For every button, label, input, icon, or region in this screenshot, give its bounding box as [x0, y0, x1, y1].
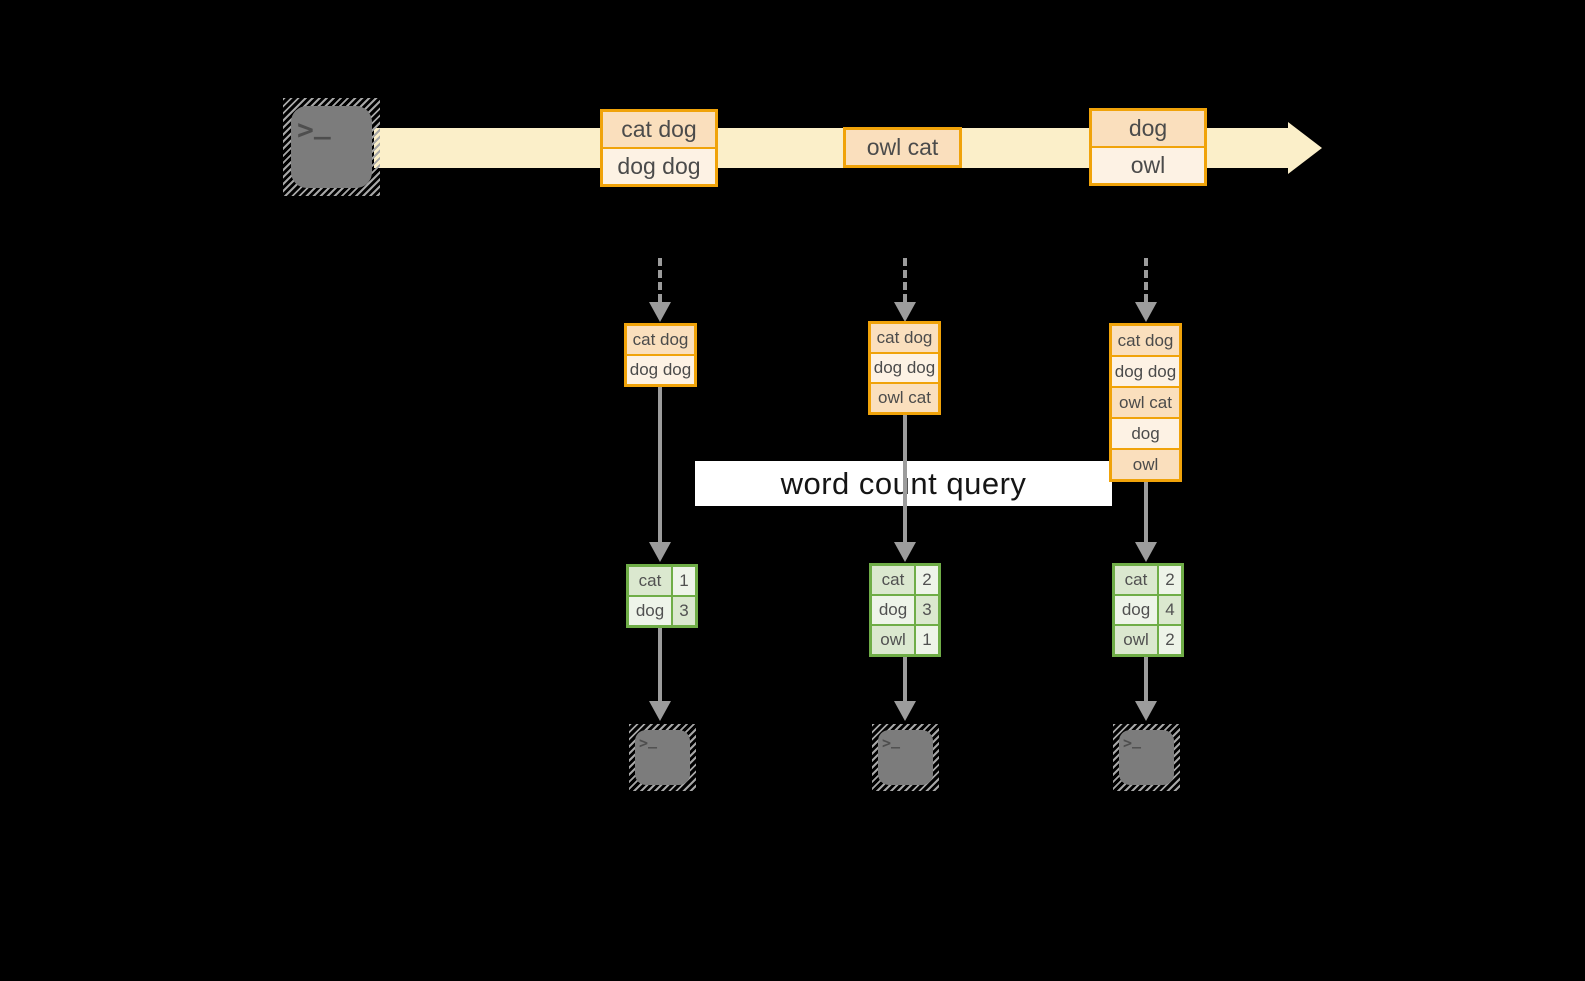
- sink-terminal-icon-3: >_: [1113, 724, 1180, 791]
- dashed-arrow-line: [658, 258, 662, 302]
- flow-arrowhead-icon: [1135, 542, 1157, 562]
- count-value: 2: [1159, 626, 1181, 654]
- flow-arrow-line: [903, 657, 907, 701]
- terminal-screen: [878, 730, 933, 785]
- count-word: cat: [872, 566, 914, 594]
- dashed-arrow-line: [1144, 258, 1148, 302]
- flow-arrow-line: [903, 415, 907, 542]
- sink-terminal-icon-2: >_: [872, 724, 939, 791]
- count-table-2: cat 2 dog 3 owl 1: [869, 563, 941, 657]
- batch-line: owl: [1092, 148, 1204, 183]
- buffer-stack-1: cat dog dog dog: [624, 323, 697, 387]
- stream-batch-3: dog owl: [1089, 108, 1207, 186]
- batch-line: cat dog: [603, 112, 715, 147]
- terminal-prompt-icon: >_: [639, 731, 658, 752]
- buffer-line: owl: [1112, 450, 1179, 479]
- buffer-stack-3: cat dog dog dog owl cat dog owl: [1109, 323, 1182, 482]
- count-table-3: cat 2 dog 4 owl 2: [1112, 563, 1184, 657]
- flow-arrow-line: [1144, 657, 1148, 701]
- buffer-stack-2: cat dog dog dog owl cat: [868, 321, 941, 415]
- buffer-line: owl cat: [871, 384, 938, 412]
- buffer-line: dog: [1112, 419, 1179, 448]
- count-table-1: cat 1 dog 3: [626, 564, 698, 628]
- count-value: 3: [673, 597, 695, 625]
- terminal-screen: [1119, 730, 1174, 785]
- dashed-arrowhead-icon: [894, 302, 916, 322]
- buffer-line: dog dog: [627, 356, 694, 384]
- dashed-arrow-line: [903, 258, 907, 302]
- flow-arrow-line: [658, 387, 662, 542]
- stream-batch-1: cat dog dog dog: [600, 109, 718, 187]
- count-value: 1: [673, 567, 695, 595]
- count-value: 2: [916, 566, 938, 594]
- count-value: 2: [1159, 566, 1181, 594]
- count-word: dog: [1115, 596, 1157, 624]
- flow-arrowhead-icon: [1135, 701, 1157, 721]
- batch-line: dog dog: [603, 149, 715, 184]
- terminal-screen: [635, 730, 690, 785]
- dashed-arrowhead-icon: [649, 302, 671, 322]
- buffer-line: dog dog: [1112, 357, 1179, 386]
- count-value: 4: [1159, 596, 1181, 624]
- flow-arrowhead-icon: [894, 542, 916, 562]
- buffer-line: owl cat: [1112, 388, 1179, 417]
- sink-terminal-icon-1: >_: [629, 724, 696, 791]
- terminal-prompt-icon: >_: [297, 107, 331, 146]
- buffer-line: cat dog: [1112, 326, 1179, 355]
- flow-arrow-line: [1144, 482, 1148, 542]
- stream-arrowhead-icon: [1288, 122, 1322, 174]
- buffer-line: cat dog: [627, 326, 694, 354]
- count-word: owl: [1115, 626, 1157, 654]
- terminal-screen: [291, 106, 372, 188]
- terminal-prompt-icon: >_: [882, 731, 901, 752]
- batch-line: owl cat: [846, 130, 959, 165]
- buffer-line: dog dog: [871, 354, 938, 382]
- count-word: owl: [872, 626, 914, 654]
- count-word: cat: [629, 567, 671, 595]
- buffer-line: cat dog: [871, 324, 938, 352]
- count-value: 1: [916, 626, 938, 654]
- flow-arrowhead-icon: [649, 701, 671, 721]
- source-terminal-icon: >_: [283, 98, 380, 196]
- count-word: cat: [1115, 566, 1157, 594]
- batch-line: dog: [1092, 111, 1204, 146]
- count-word: dog: [629, 597, 671, 625]
- flow-arrowhead-icon: [894, 701, 916, 721]
- flow-arrow-line: [658, 628, 662, 701]
- flow-arrowhead-icon: [649, 542, 671, 562]
- stream-batch-2: owl cat: [843, 127, 962, 168]
- count-word: dog: [872, 596, 914, 624]
- dashed-arrowhead-icon: [1135, 302, 1157, 322]
- count-value: 3: [916, 596, 938, 624]
- terminal-prompt-icon: >_: [1123, 731, 1142, 752]
